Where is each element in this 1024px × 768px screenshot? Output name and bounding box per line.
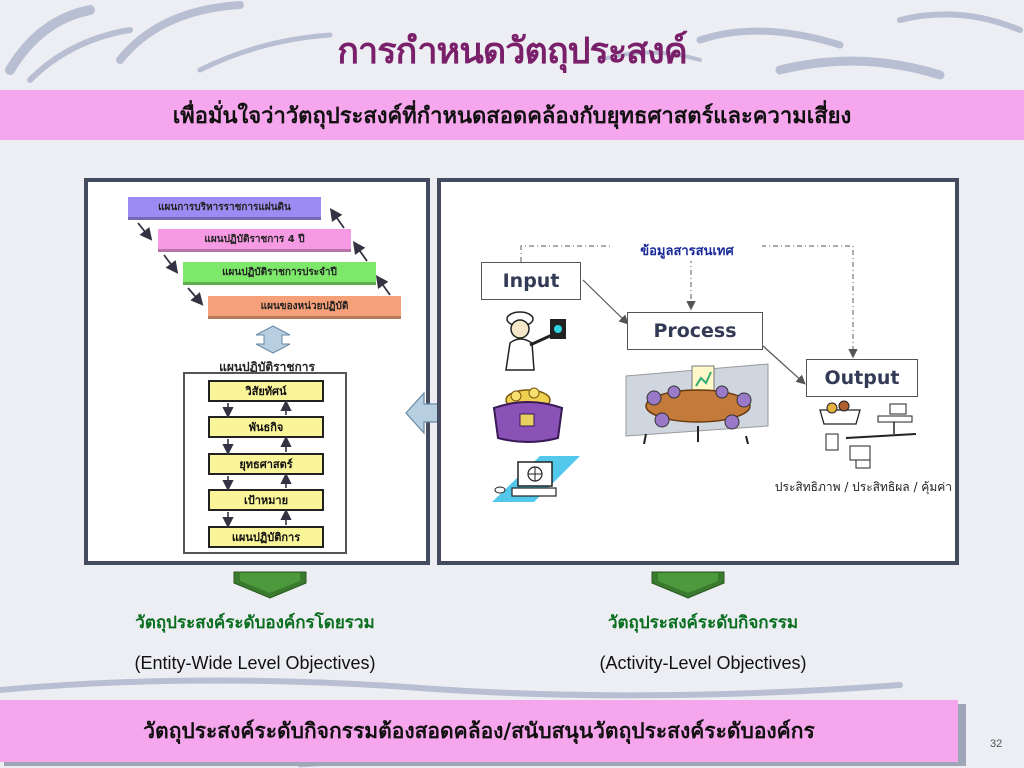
- input-box: Input: [481, 262, 581, 300]
- computer-icon: [492, 456, 580, 502]
- subtitle-banner: เพื่อมั่นใจว่าวัตถุประสงค์ที่กำหนดสอดคล้…: [0, 90, 1024, 140]
- footer-text: วัตถุประสงค์ระดับกิจกรรมต้องสอดคล้อง/สนั…: [143, 718, 815, 743]
- entity-objective-thai: วัตถุประสงค์ระดับองค์กรโดยรวม: [135, 613, 375, 633]
- slide-title: การกำหนดวัตถุประสงค์: [337, 30, 688, 72]
- subtitle-text: เพื่อมั่นใจว่าวัตถุประสงค์ที่กำหนดสอดคล้…: [172, 103, 852, 129]
- process-box: Process: [627, 312, 763, 350]
- plan-label-3: แผนปฏิบัติราชการประจำปี: [222, 266, 337, 278]
- activity-objective-english: (Activity-Level Objectives): [599, 653, 807, 673]
- process-label: Process: [653, 320, 737, 342]
- plan-bar-4: แผนของหน่วยปฏิบัติ: [208, 296, 401, 319]
- activity-objective-thai: วัตถุประสงค์ระดับกิจกรรม: [607, 613, 799, 633]
- stack-frame: [183, 372, 347, 554]
- output-label: Output: [824, 367, 900, 389]
- stack-item-label: วิสัยทัศน์: [245, 385, 287, 398]
- flow-connectors: [520, 245, 858, 385]
- stack-item-label: แผนปฏิบัติการ: [231, 531, 301, 544]
- entity-objective-english: (Entity-Wide Level Objectives): [134, 653, 376, 673]
- stack-item-label: พันธกิจ: [248, 421, 284, 434]
- stack-item-action-plan: แผนปฏิบัติการ: [208, 526, 324, 548]
- treasure-chest-icon: [492, 387, 564, 443]
- activity-down-arrow-icon: [651, 571, 725, 599]
- plan-label-4: แผนของหน่วยปฏิบัติ: [260, 300, 349, 312]
- plan-arrows: [137, 208, 391, 354]
- effectiveness-label: ประสิทธิภาพ / ประสิทธิผล / คุ้มค่า: [774, 480, 952, 494]
- plan-bar-3: แผนปฏิบัติราชการประจำปี: [183, 262, 376, 285]
- stack-item-goal: เป้าหมาย: [208, 489, 324, 511]
- info-label: ข้อมูลสารสนเทศ: [612, 240, 762, 261]
- page-number: 32: [990, 738, 1003, 750]
- stack-item-label: ยุทธศาสตร์: [239, 458, 293, 471]
- plan-bar-1: แผนการบริหารราชการแผ่นดิน: [128, 197, 321, 220]
- activity-objective-english-text: Activity-Level Objectives: [605, 653, 801, 673]
- footer-banner: วัตถุประสงค์ระดับกิจกรรมต้องสอดคล้อง/สนั…: [0, 700, 958, 762]
- stack-item-vision: วิสัยทัศน์: [208, 380, 324, 402]
- entity-objective-english-text: Entity-Wide Level Objectives: [140, 653, 370, 673]
- entity-down-arrow-icon: [233, 571, 307, 599]
- output-goods-icon: [819, 400, 917, 469]
- stack-item-label: เป้าหมาย: [243, 494, 289, 507]
- worker-icon: [505, 311, 566, 371]
- output-box: Output: [806, 359, 918, 397]
- stack-title: แผนปฏิบัติราชการ: [219, 360, 315, 374]
- stack-arrows: [222, 399, 292, 529]
- input-label: Input: [502, 270, 560, 292]
- plan-label-2: แผนปฏิบัติราชการ 4 ปี: [204, 233, 305, 245]
- plan-bar-2: แผนปฏิบัติราชการ 4 ปี: [158, 229, 351, 252]
- stack-item-mission: พันธกิจ: [208, 416, 324, 438]
- stack-item-strategy: ยุทธศาสตร์: [208, 453, 324, 475]
- meeting-room-icon: [625, 363, 769, 445]
- plan-label-1: แผนการบริหารราชการแผ่นดิน: [158, 201, 291, 213]
